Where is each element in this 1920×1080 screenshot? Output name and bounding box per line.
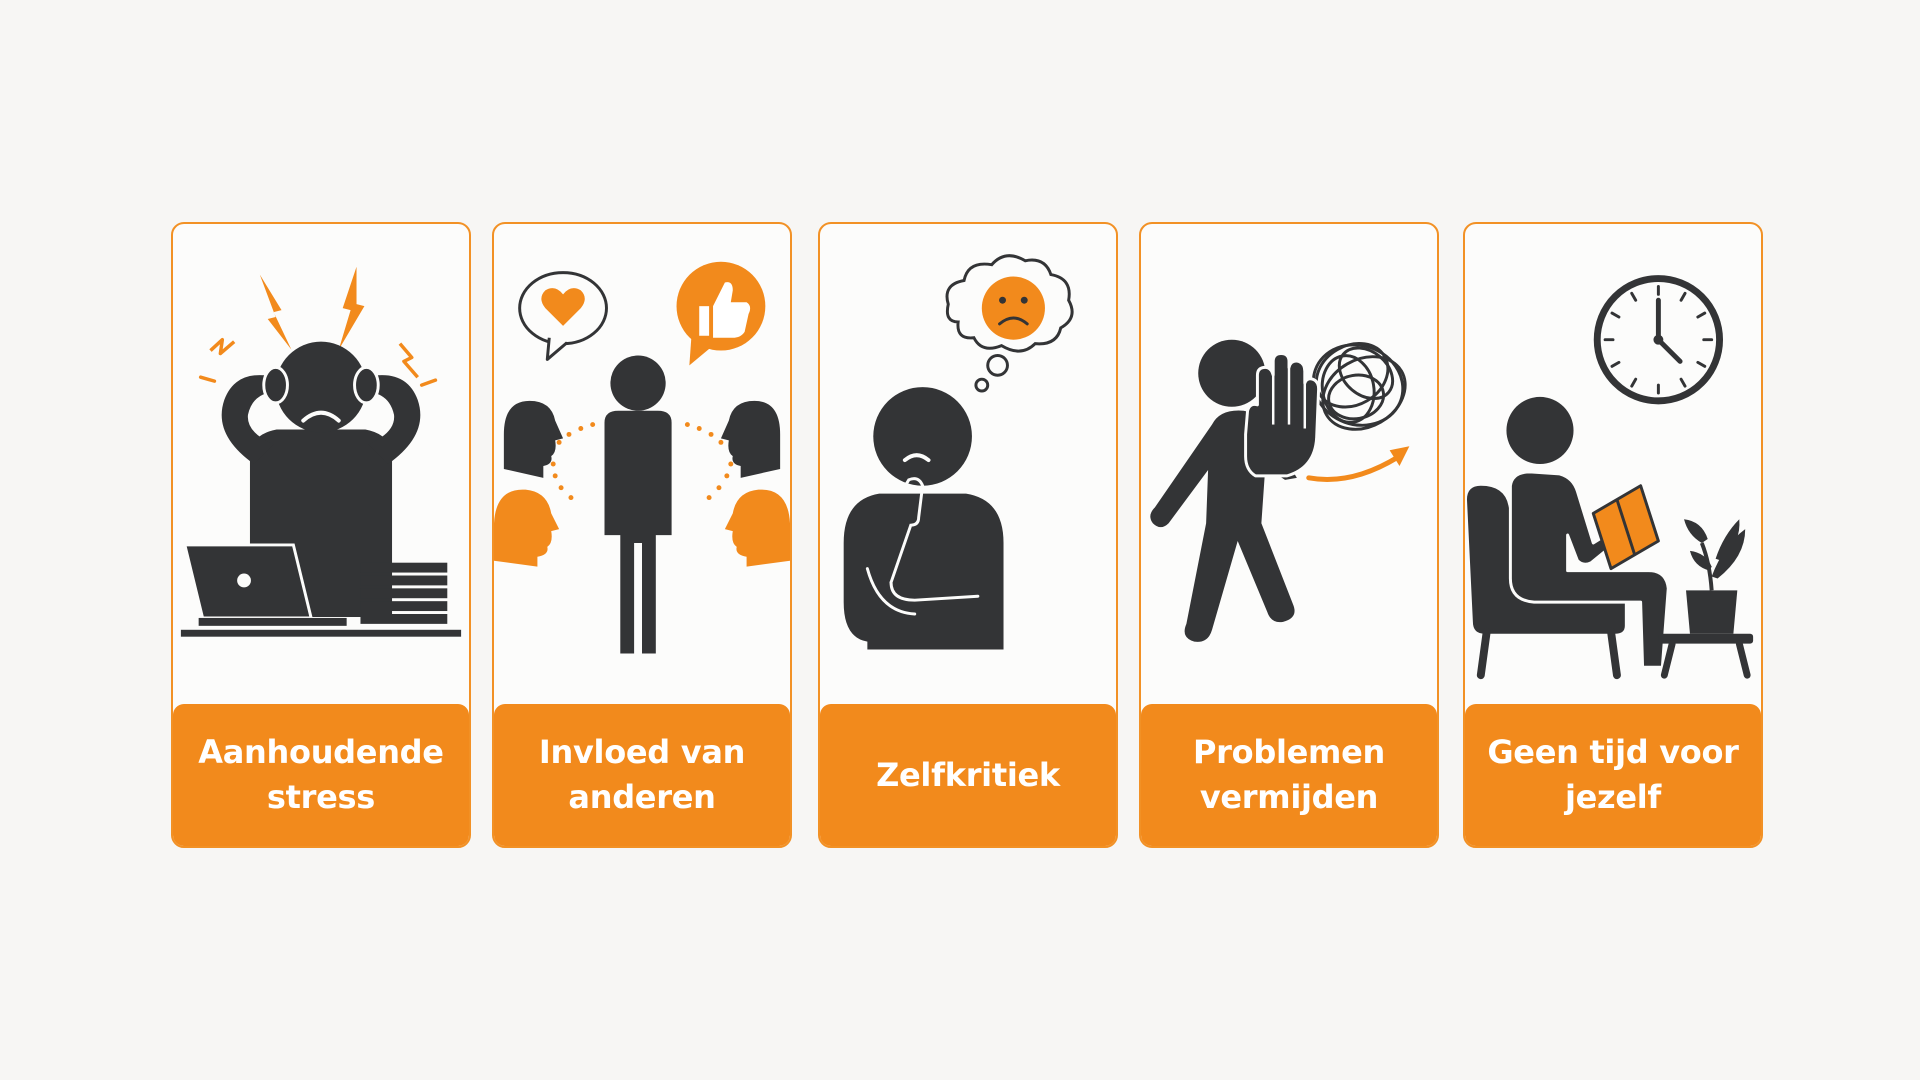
influence-illustration [494, 224, 790, 708]
panel-label: Zelfkritiek [820, 704, 1116, 846]
avoidance-illustration [1141, 224, 1437, 708]
arrow-icon [1306, 446, 1410, 482]
panel-label-text: Invloed van anderen [538, 733, 746, 816]
plant-icon [1684, 519, 1746, 634]
no-time-illustration [1465, 224, 1761, 708]
sad-face-thought-bubble-icon [945, 254, 1074, 393]
side-table [1658, 633, 1754, 679]
panel-label-text: Geen tijd voor jezelf [1487, 733, 1739, 816]
stop-hand-icon [1244, 352, 1321, 478]
connection-dots [550, 422, 734, 501]
talking-heads-icon [494, 400, 790, 567]
panel-label: Invloed van anderen [494, 704, 790, 846]
panel-label: Geen tijd voor jezelf [1465, 704, 1761, 846]
panel-invloed-van-anderen: Invloed van anderen [492, 222, 792, 848]
panel-label: Problemen vermijden [1141, 704, 1437, 846]
panel-label-text: Zelfkritiek [876, 755, 1060, 794]
reading-person-icon [1506, 396, 1670, 669]
stress-illustration [173, 224, 469, 708]
panel-label-text: Problemen vermijden [1193, 733, 1385, 816]
panel-label-text: Aanhoudende stress [198, 733, 444, 816]
panel-zelfkritiek: Zelfkritiek [818, 222, 1118, 848]
panel-aanhoudende-stress: Aanhoudende stress [171, 222, 471, 848]
thumbs-up-bubble-icon [676, 261, 766, 366]
panel-label: Aanhoudende stress [173, 704, 469, 846]
person-icon [604, 355, 672, 654]
heart-bubble-icon [518, 271, 608, 361]
clock-icon [1593, 275, 1724, 405]
lightning-icon [198, 266, 438, 387]
panel-geen-tijd-voor-jezelf: Geen tijd voor jezelf [1463, 222, 1763, 848]
thinking-person-icon [843, 387, 1004, 650]
book-icon [1591, 484, 1660, 571]
self-criticism-illustration [820, 224, 1116, 708]
desk [180, 629, 462, 637]
laptop-icon [182, 543, 347, 626]
paper-stack-icon [360, 562, 448, 624]
panel-problemen-vermijden: Problemen vermijden [1139, 222, 1439, 848]
